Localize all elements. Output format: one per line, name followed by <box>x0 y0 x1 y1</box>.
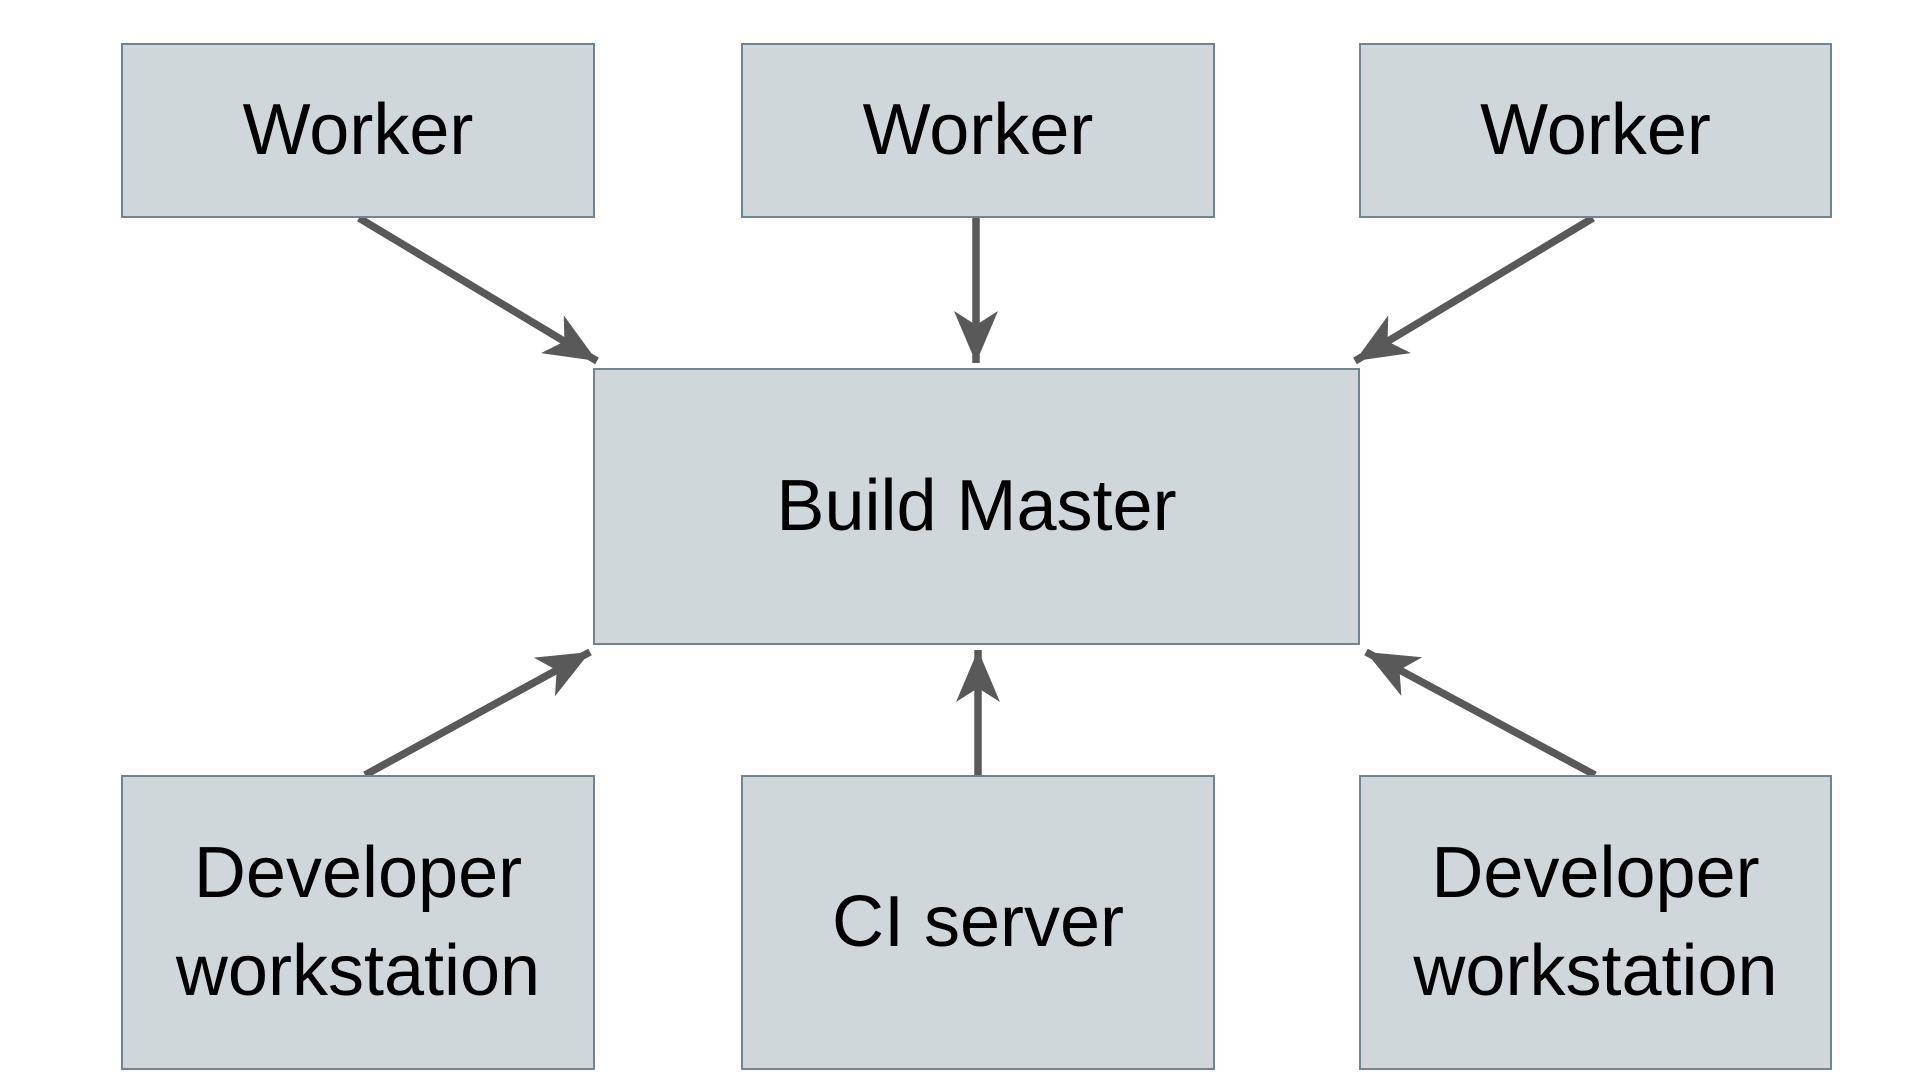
node-label: Worker <box>1480 89 1711 170</box>
node-label: Worker <box>862 89 1094 170</box>
node-developer-workstation-right: Developer workstation <box>1359 775 1832 1070</box>
node-worker-3: Worker <box>1359 43 1832 218</box>
node-worker-2: Worker <box>741 43 1215 218</box>
node-label: Developer workstation <box>1413 833 1778 1011</box>
node-label: Build Master <box>776 465 1177 546</box>
arrow-worker-3-to-build-master <box>1353 214 1595 365</box>
arrow-developer-workstation-right-to-build-master <box>1364 648 1597 779</box>
arrow-worker-1-to-build-master <box>357 214 599 365</box>
arrow-developer-workstation-left-to-build-master <box>363 648 592 779</box>
node-label: Developer workstation <box>175 833 541 1011</box>
node-label: Worker <box>242 89 474 170</box>
node-build-master: Build Master <box>593 368 1360 645</box>
node-worker-1: Worker <box>121 43 595 218</box>
node-developer-workstation-left: Developer workstation <box>121 775 595 1070</box>
node-label: CI server <box>831 881 1125 962</box>
node-ci-server: CI server <box>741 775 1215 1070</box>
